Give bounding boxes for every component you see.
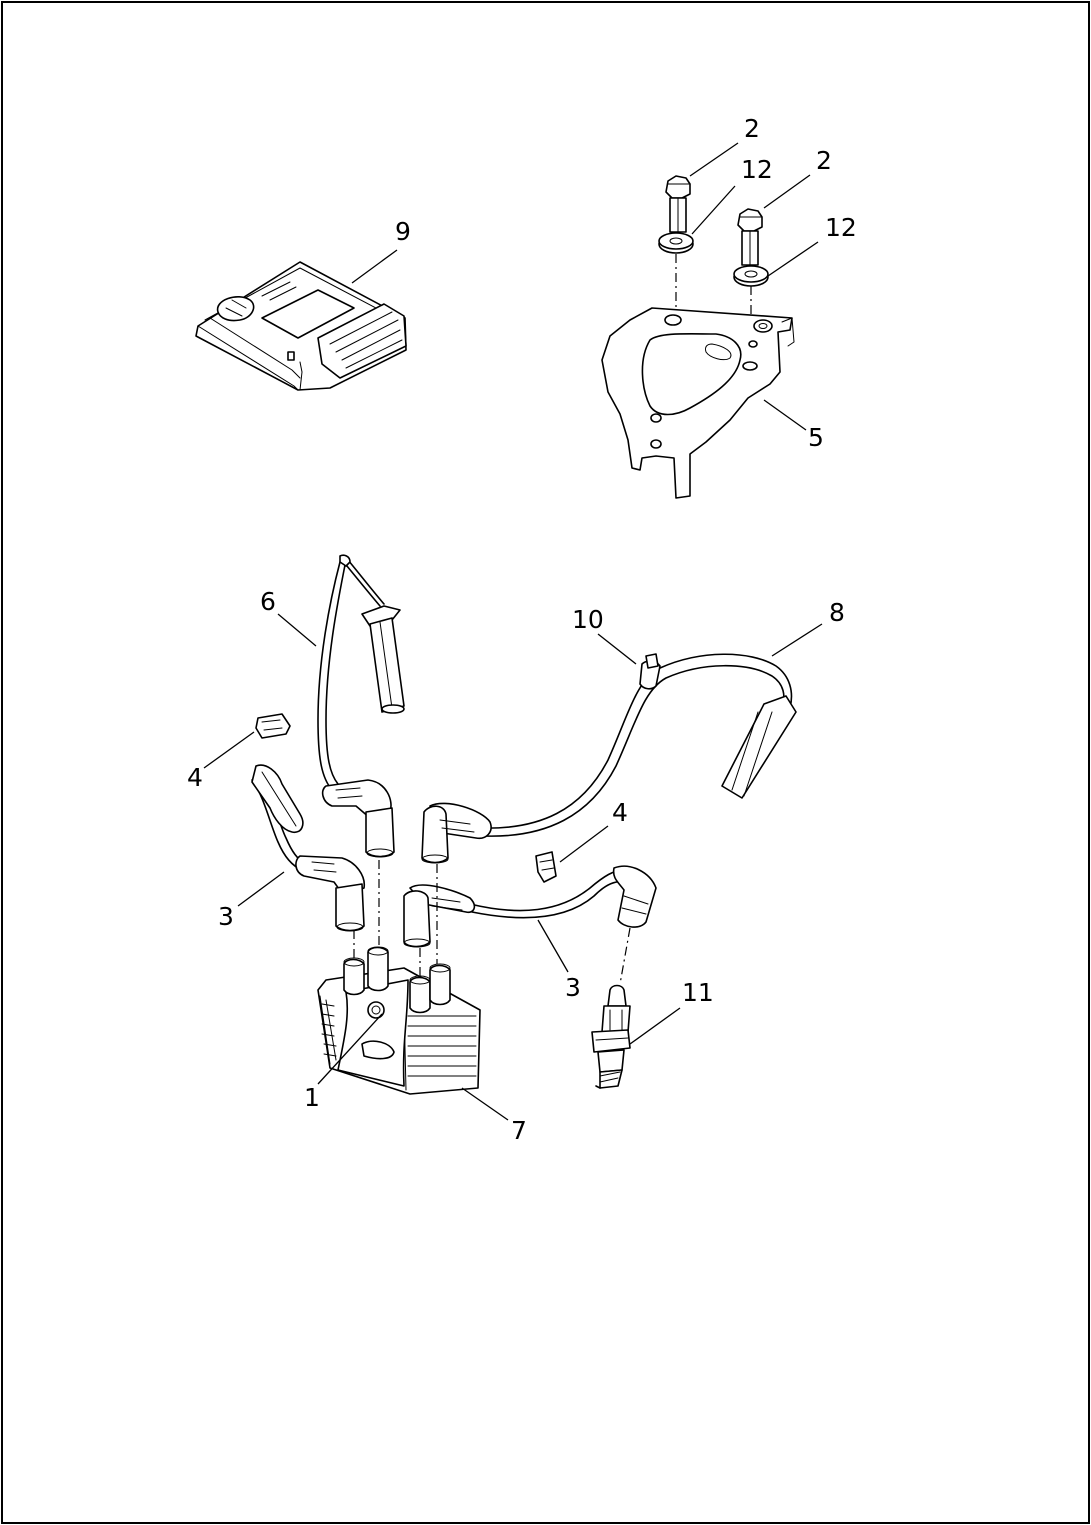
callout-9: 9 [395,217,411,246]
leader-4a [203,731,255,769]
leader-9 [351,249,398,284]
callout-5: 5 [808,423,824,452]
leader-12b [767,241,819,277]
callout-4-right: 4 [612,798,628,827]
washer-left [658,232,694,254]
washer-right [733,265,769,287]
spark-plug-wire-right [403,865,657,948]
callout-4-left: 4 [187,763,203,792]
leader-11 [629,1007,681,1045]
ignition-coil [317,946,481,1095]
callout-7: 7 [511,1116,527,1145]
leader-7 [461,1087,509,1121]
leader-2a [689,142,739,177]
ignition-module [195,261,407,391]
leader-5 [763,399,807,431]
leader-4b [559,825,609,863]
leader-1 [317,1013,383,1085]
callout-12-right: 12 [825,213,857,242]
callout-2-right: 2 [816,146,832,175]
leader-3a [237,871,285,907]
callout-1: 1 [304,1083,320,1112]
wire-clip-right [535,851,557,883]
callout-10: 10 [572,605,604,634]
leader-10 [597,633,637,665]
callout-3-right: 3 [565,973,581,1002]
leader-2b [763,174,811,209]
assembly-line-plug [619,927,631,985]
callout-3-left: 3 [218,902,234,931]
leader-8 [771,623,823,657]
leader-6 [277,613,317,647]
callout-6: 6 [260,587,276,616]
coil-bracket [601,307,795,499]
spark-plug-wire-long [421,653,797,864]
leader-3b [537,919,569,973]
spark-plug-wire-short [317,554,405,858]
wire-clip-left [255,713,291,739]
spark-plug [591,984,631,1089]
callout-12-top: 12 [741,155,773,184]
spark-plug-wire-left [251,764,366,932]
bolt-right [737,208,763,266]
callout-2-top: 2 [744,114,760,143]
bolt-left [665,175,691,233]
leader-12a [691,185,736,235]
callout-11: 11 [682,978,714,1007]
callout-8: 8 [829,598,845,627]
